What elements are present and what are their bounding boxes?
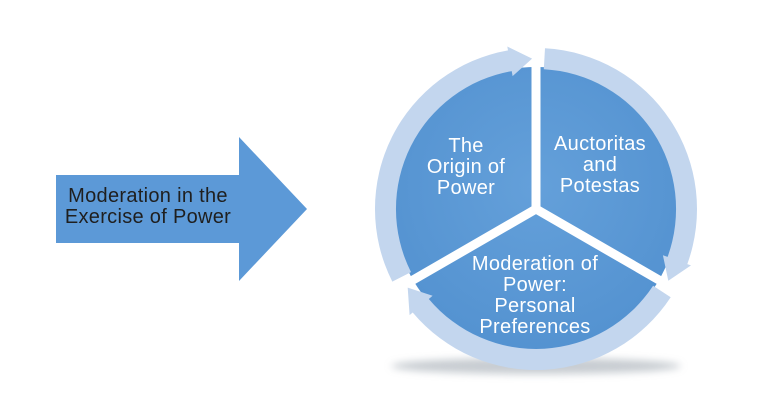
- moderation-arrow-shape[interactable]: [56, 137, 307, 281]
- segment-label-moderation[interactable]: Moderation of Power: Personal Preference…: [471, 253, 599, 338]
- arrow-label[interactable]: Moderation in the Exercise of Power: [64, 185, 232, 228]
- cycle-arrow-arc-2[interactable]: [407, 285, 671, 370]
- segment-dividers: [404, 57, 668, 287]
- segment-label-auctoritas[interactable]: Auctoritas and Potestas: [554, 133, 646, 197]
- segment-label-origin[interactable]: The Origin of Power: [426, 135, 506, 199]
- cycle-arrow-arc-3[interactable]: [374, 46, 533, 282]
- cycle-ring-arcs: [374, 46, 698, 370]
- cycle-arrow-arc-1[interactable]: [543, 48, 698, 281]
